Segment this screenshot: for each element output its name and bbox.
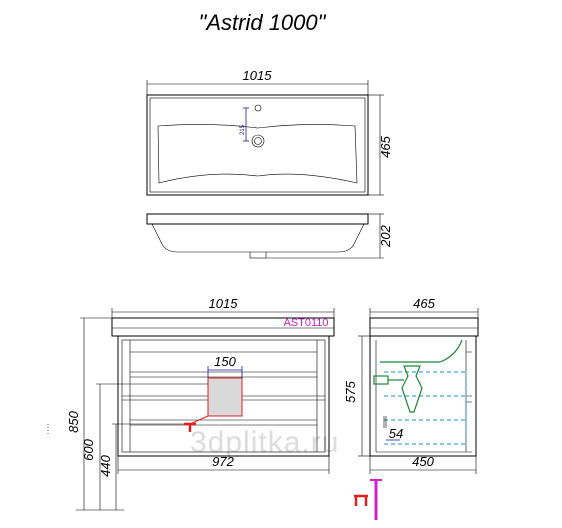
pipe-width-label: 150 bbox=[214, 354, 236, 369]
total-height-label: 850 bbox=[66, 410, 81, 432]
top-depth-dimension: 465 bbox=[368, 94, 393, 196]
front-width-label: 1015 bbox=[209, 296, 239, 311]
bottom-height-label: 440 bbox=[98, 454, 113, 476]
front-view: AST0110 bbox=[111, 317, 335, 457]
basin-height-dimension: 202 bbox=[266, 213, 393, 259]
pipe-width-dimension: 150 bbox=[207, 354, 243, 378]
basin-height-label: 202 bbox=[378, 224, 393, 247]
tap-offset-label: 215 bbox=[240, 124, 246, 135]
watermark: 3dplitka.ru bbox=[190, 426, 339, 459]
model-code-label: AST0110 bbox=[283, 317, 328, 329]
top-depth-label: 465 bbox=[378, 135, 393, 157]
front-width-dimension: 1015 bbox=[111, 296, 335, 318]
side-height-label: 575 bbox=[343, 380, 358, 402]
side-height-dimension: 575 bbox=[343, 335, 370, 457]
cabinet-width-dimension: 972 bbox=[117, 454, 330, 474]
inset-label: 54 bbox=[389, 426, 403, 441]
top-width-label: 1015 bbox=[243, 68, 273, 83]
cabinet-depth-dimension: 450 bbox=[369, 454, 477, 474]
top-width-dimension: 1015 bbox=[146, 68, 369, 95]
inset-dimension: 54 bbox=[386, 426, 403, 441]
height-dimensions: 850 600 440 bbox=[47, 317, 208, 511]
basin-front-view bbox=[146, 213, 369, 259]
side-view bbox=[369, 317, 479, 457]
cabinet-depth-label: 450 bbox=[412, 454, 434, 469]
water-supply-pipe bbox=[354, 479, 382, 520]
cabinet-width-label: 972 bbox=[212, 454, 234, 469]
siphon-area bbox=[207, 377, 243, 417]
drawing-title: "Astrid 1000" bbox=[199, 10, 327, 35]
side-depth-label: 465 bbox=[413, 296, 435, 311]
side-depth-dimension: 465 bbox=[369, 296, 479, 318]
drain-height-label: 600 bbox=[81, 438, 96, 460]
top-view: 215 bbox=[146, 94, 369, 196]
